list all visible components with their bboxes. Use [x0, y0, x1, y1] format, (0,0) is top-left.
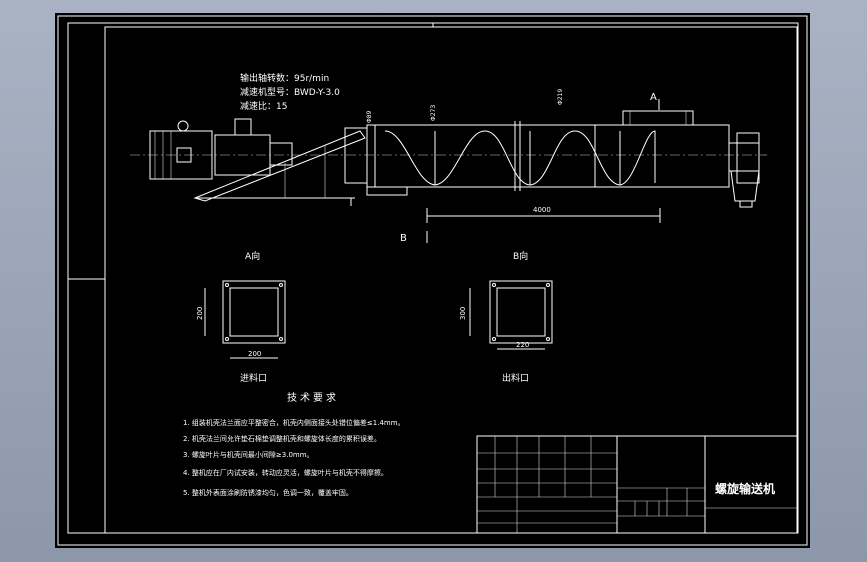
conveyor-trough [366, 124, 730, 188]
outlet-flange [366, 186, 408, 196]
tech-item-4: 4. 整机应在厂内试安装，转动应灵活，螺旋叶片与机壳不得摩擦。 [183, 468, 388, 477]
view-marker-a: A [650, 92, 657, 103]
view-b-height-dim: 300 [459, 307, 467, 320]
inner-frame [67, 22, 799, 534]
view-a-inner [229, 287, 279, 337]
motor-lift-eye [177, 120, 189, 132]
motor-terminal-box [176, 147, 192, 163]
spec-output-speed: 输出轴转数：95r/min [240, 72, 329, 84]
dim-shaft-diameter: Φ89 [366, 110, 373, 123]
view-a-outer [222, 280, 286, 344]
spec-list: 输出轴转数：95r/min 减速机型号：BWD-Y-3.0 减速比：15 [240, 72, 340, 112]
tech-item-5: 5. 整机外表面涂刷防锈漆均匀，色调一致，覆盖牢固。 [183, 488, 353, 497]
view-b-caption: 出料口 [502, 372, 529, 384]
view-a-width-dim: 200 [248, 350, 261, 358]
view-a-inlet: A向 200 200 进料口 [196, 250, 286, 384]
inlet-flange [622, 110, 694, 126]
view-a-caption: 进料口 [240, 372, 267, 384]
tail-bearing [728, 142, 760, 172]
title-block-frame [476, 435, 798, 534]
drawing-border [104, 26, 798, 534]
view-a-height-dim: 200 [196, 307, 204, 320]
screw-flight [384, 130, 656, 186]
view-b-width-dim: 220 [516, 341, 529, 349]
screw-conveyor-elevation: 4000 Φ219 Φ273 Φ89 A B [130, 89, 767, 244]
dim-flight-diameter: Φ219 [557, 89, 564, 105]
tech-title: 技术要求 [287, 391, 339, 404]
view-marker-b: B [400, 233, 407, 244]
outer-frame [57, 15, 808, 546]
dim-trough-diameter: Φ273 [430, 105, 437, 121]
length-dimension-text: 4000 [533, 206, 551, 214]
spec-reducer-model: 减速机型号：BWD-Y-3.0 [240, 86, 340, 98]
spec-reduction-ratio: 减速比：15 [240, 100, 287, 112]
support-frame [193, 130, 366, 202]
view-b-title: B向 [513, 250, 528, 262]
drawing-name: 螺旋输送机 [715, 481, 775, 496]
title-block: 螺旋输送机 [476, 435, 798, 534]
reducer-top [234, 118, 252, 136]
view-b-outlet: B向 300 220 出料口 [459, 250, 553, 384]
tail-support [730, 170, 760, 202]
tech-item-1: 1. 组装机壳法兰面应平整密合，机壳内侧面接头处错位偏差≤1.4mm。 [183, 418, 405, 427]
cad-drawing-canvas: 输出轴转数：95r/min 减速机型号：BWD-Y-3.0 减速比：15 [57, 15, 808, 546]
view-a-title: A向 [245, 250, 260, 262]
view-b-outer [489, 280, 553, 344]
coupling [269, 142, 293, 166]
view-b-inner [496, 287, 546, 337]
tech-item-3: 3. 螺旋叶片与机壳间最小间隙≥3.0mm。 [183, 450, 314, 459]
technical-requirements: 技术要求 1. 组装机壳法兰面应平整密合，机壳内侧面接头处错位偏差≤1.4mm。… [183, 391, 405, 497]
tech-item-2: 2. 机壳法兰间允许垫石棉垫调整机壳和螺旋体长度的累积误差。 [183, 434, 381, 443]
drawing-sheet: 输出轴转数：95r/min 减速机型号：BWD-Y-3.0 减速比：15 [55, 13, 810, 548]
